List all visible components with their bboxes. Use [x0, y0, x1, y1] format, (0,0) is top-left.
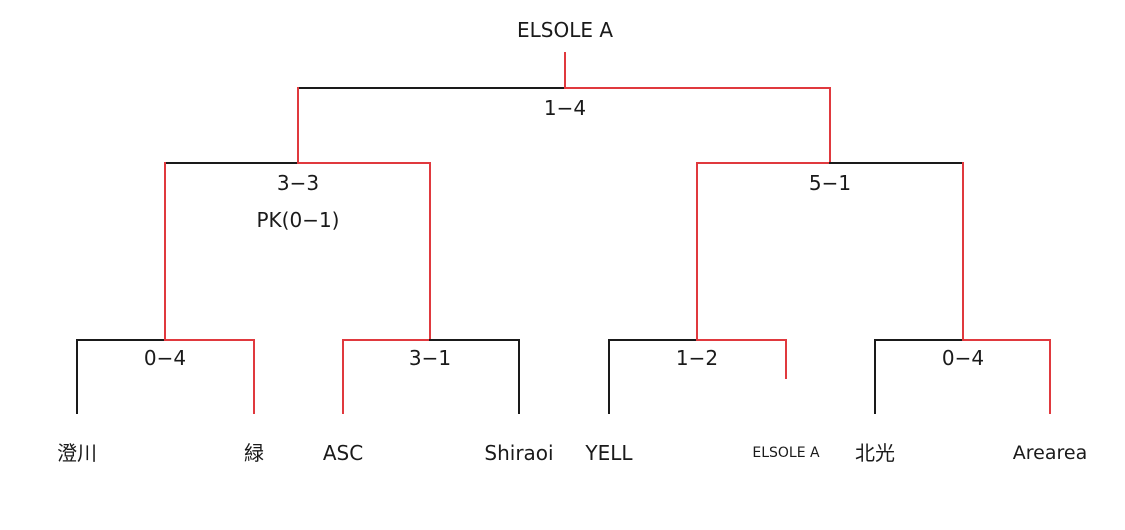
quarterfinal-1-score: 0−4 [143, 346, 187, 370]
team-name: 澄川 [57, 441, 97, 465]
quarterfinal-3-score: 1−2 [675, 346, 719, 370]
team-name: YELL [585, 441, 633, 465]
semifinal-1-pk-score: PK(0−1) [256, 208, 340, 232]
team-name: 北光 [855, 441, 895, 465]
team-name: Arearea [1012, 442, 1088, 464]
team-name: ELSOLE A [752, 445, 820, 461]
champion-label: ELSOLE A [516, 18, 614, 42]
team-name: ASC [322, 441, 364, 465]
final-score: 1−4 [543, 96, 587, 120]
quarterfinal-4-score: 0−4 [941, 346, 985, 370]
semifinal-1-score: 3−3 [276, 171, 320, 195]
team-name: Shiraoi [484, 441, 554, 465]
semifinal-2-score: 5−1 [808, 171, 852, 195]
quarterfinal-2-score: 3−1 [408, 346, 452, 370]
team-name: 緑 [244, 441, 264, 465]
